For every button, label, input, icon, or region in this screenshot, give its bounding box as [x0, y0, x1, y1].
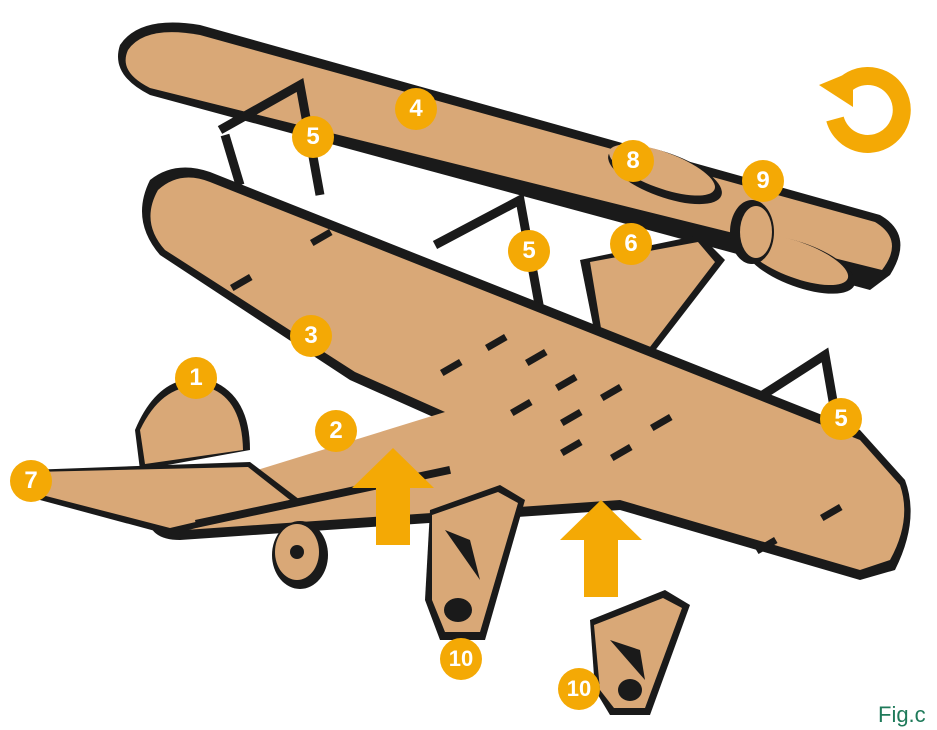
marker-3: 3 — [290, 315, 332, 357]
lower-wing — [142, 167, 911, 580]
marker-2: 2 — [315, 410, 357, 452]
up-arrow-icon — [352, 448, 434, 545]
marker-4: 4 — [395, 88, 437, 130]
marker-5-right: 5 — [820, 398, 862, 440]
marker-10-left: 10 — [440, 638, 482, 680]
landing-gear-right — [590, 590, 690, 715]
marker-9: 9 — [742, 160, 784, 202]
replay-icon[interactable] — [815, 55, 913, 153]
marker-5-middle: 5 — [508, 230, 550, 272]
marker-1: 1 — [175, 357, 217, 399]
marker-10-right: 10 — [558, 668, 600, 710]
up-arrow-icon — [560, 500, 642, 597]
rear-landing-gear — [272, 521, 328, 589]
figure-caption: Fig.c — [878, 702, 926, 727]
marker-6: 6 — [610, 223, 652, 265]
upper-wing — [118, 22, 901, 290]
marker-5-upper-left: 5 — [292, 116, 334, 158]
marker-8: 8 — [612, 140, 654, 182]
marker-7: 7 — [10, 460, 52, 502]
landing-gear-left — [425, 485, 525, 640]
